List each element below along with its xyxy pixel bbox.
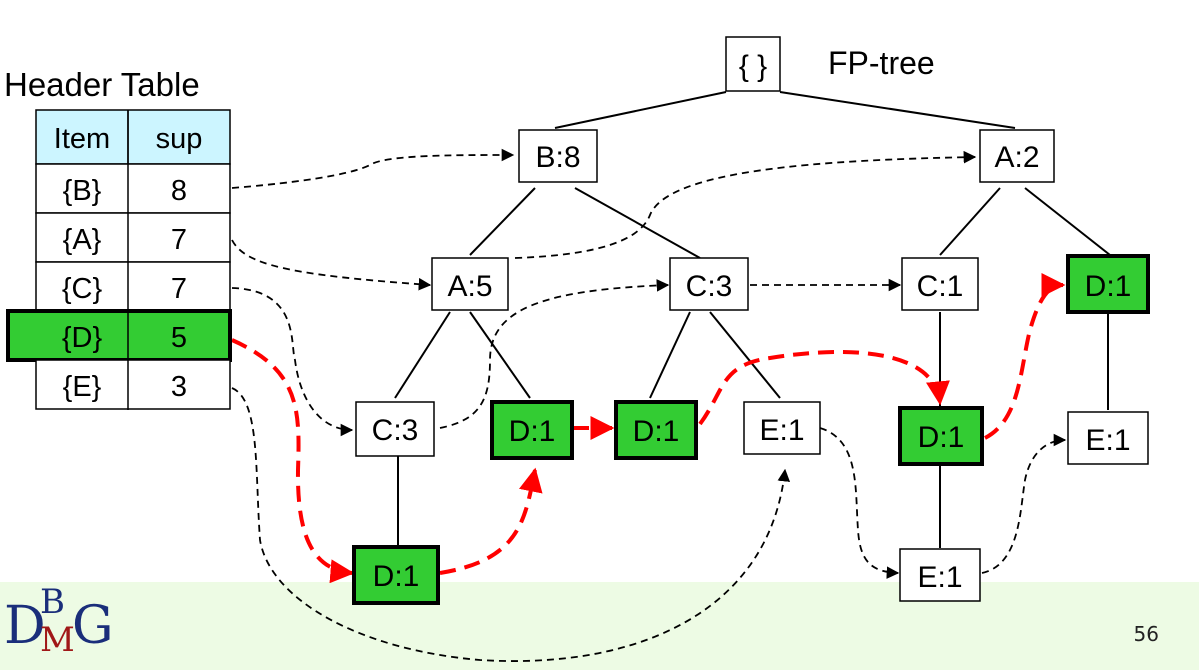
- header-table-head-bg: [35, 109, 231, 165]
- node-e1-far-right: E:1: [1067, 411, 1149, 465]
- link-e1c-to-e1b: [819, 427, 900, 579]
- svg-text:B:8: B:8: [535, 141, 580, 174]
- header-table-row: {C} 7: [35, 261, 231, 312]
- footer-band: [0, 582, 1199, 670]
- logo-letter-m: M: [40, 620, 75, 660]
- edge-root-a2: [779, 91, 1016, 129]
- edge-a2-d1fr: [1024, 187, 1111, 256]
- link-b-to-b8: [231, 148, 515, 189]
- header-col-item: Item: [54, 123, 110, 155]
- node-d1-under-c: D:1: [614, 400, 698, 460]
- svg-text:A:2: A:2: [994, 141, 1039, 174]
- header-row-item: {A}: [63, 224, 102, 256]
- red-link-d-to-d1b: [231, 338, 355, 584]
- logo-letter-g: G: [72, 596, 114, 656]
- header-row-sup: 8: [171, 175, 187, 207]
- node-d1-bottom: D:1: [352, 545, 440, 605]
- link-c3l-to-c3r: [439, 279, 670, 429]
- svg-text:C:3: C:3: [372, 414, 419, 447]
- edge-c3r-e1c: [709, 311, 781, 399]
- logo-letter-b: B: [40, 582, 65, 622]
- logo-letter-d: D: [4, 596, 46, 656]
- page-number: 56: [1133, 622, 1159, 646]
- header-table-row: {B} 8: [35, 163, 231, 214]
- root-box: [725, 36, 781, 92]
- svg-text:D:1: D:1: [1085, 270, 1132, 303]
- tree-nodes: B:8 A:2 A:5 C:3 C:1 D:1 C:3 D:1 D:1 E:1 …: [352, 129, 1150, 605]
- d-links: [231, 273, 1066, 584]
- edge-b8-c3r: [574, 187, 701, 259]
- node-e1-under-c: E:1: [743, 401, 821, 455]
- node-b8: B:8: [518, 129, 598, 183]
- red-link-d1b-to-d1a: [439, 467, 543, 575]
- link-e1b-to-e1fr: [981, 433, 1067, 574]
- header-row-sup: 3: [171, 371, 187, 403]
- svg-text:C:1: C:1: [917, 270, 964, 303]
- edge-a5-d1a: [469, 311, 531, 399]
- node-d1-under-a: D:1: [490, 400, 574, 460]
- header-row-item: {C}: [62, 273, 103, 305]
- link-c-to-c3l: [231, 287, 354, 437]
- svg-text:D:1: D:1: [373, 560, 420, 593]
- node-links: [231, 148, 1067, 662]
- node-c3-right: C:3: [669, 257, 749, 311]
- edge-c3r-d1c: [649, 311, 691, 399]
- link-e-to-e1c: [231, 387, 791, 662]
- header-table-rows: {B} 8 {A} 7 {C} 7 {D} 5 {E} 3: [6, 110, 232, 410]
- svg-text:D:1: D:1: [633, 415, 680, 448]
- red-link-d1c1-to-d1fr: [984, 273, 1066, 440]
- svg-text:E:1: E:1: [759, 414, 804, 447]
- header-col-sup: sup: [156, 123, 203, 155]
- link-b8-not-used: [514, 150, 977, 259]
- header-row-sup: 5: [171, 322, 187, 354]
- fp-tree-label: FP-tree: [828, 45, 935, 81]
- header-table-row: {E} 3: [35, 359, 231, 410]
- header-row-item: {B}: [63, 175, 102, 207]
- header-row-item: {E}: [63, 371, 102, 403]
- svg-text:C:3: C:3: [686, 270, 733, 303]
- header-table-row: {D} 5: [6, 309, 232, 362]
- red-link-d1c-to-d1c1: [698, 350, 950, 426]
- header-table-row: {A} 7: [35, 212, 231, 263]
- node-a5: A:5: [431, 257, 509, 311]
- node-c3-left: C:3: [355, 401, 435, 457]
- node-d1-far-right: D:1: [1066, 254, 1150, 314]
- svg-text:D:1: D:1: [509, 415, 556, 448]
- node-e1-bottom: E:1: [899, 548, 981, 602]
- header-table-title: Header Table: [4, 66, 200, 103]
- header-row-sup: 7: [171, 224, 187, 256]
- edge-a5-c3l: [394, 311, 451, 399]
- node-c1: C:1: [901, 257, 979, 311]
- edge-a2-c1: [939, 187, 1001, 256]
- header-table: Item sup {B} 8 {A} 7 {C} 7 {D} 5 {E} 3: [6, 109, 232, 410]
- root-label: { }: [739, 50, 767, 83]
- node-a2: A:2: [979, 129, 1055, 183]
- header-row-item: {D}: [62, 322, 103, 354]
- edge-b8-a5: [469, 187, 536, 256]
- root-node: { }: [725, 36, 781, 92]
- svg-text:D:1: D:1: [918, 421, 965, 454]
- link-a-to-a5: [231, 239, 432, 291]
- node-d1-under-c1: D:1: [898, 406, 984, 466]
- svg-text:E:1: E:1: [1085, 424, 1130, 457]
- dbmg-logo: D B M G: [4, 582, 134, 668]
- svg-text:E:1: E:1: [917, 561, 962, 594]
- svg-text:A:5: A:5: [447, 270, 492, 303]
- edge-root-b8: [554, 91, 727, 129]
- header-row-sup: 7: [171, 273, 187, 305]
